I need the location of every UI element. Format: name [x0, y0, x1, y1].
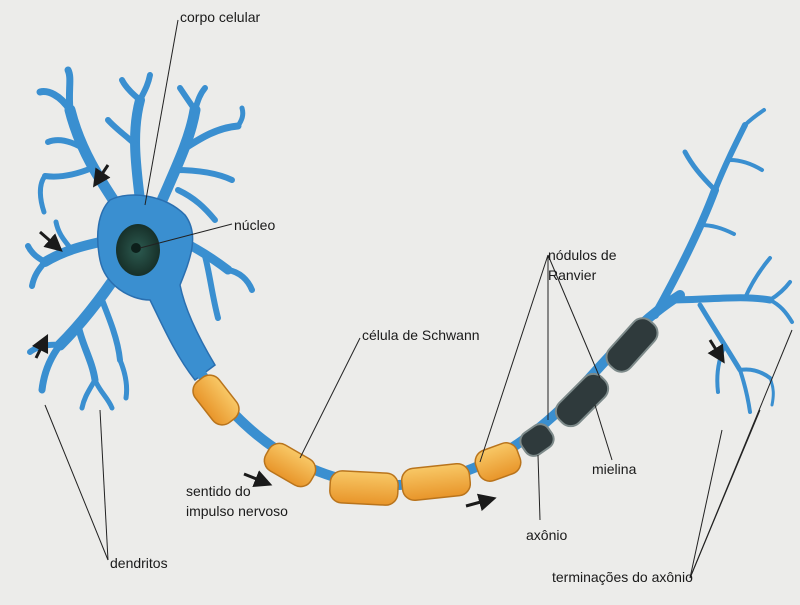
- nucleolus: [131, 243, 141, 253]
- label-mielina: mielina: [592, 461, 637, 477]
- label-sentido-line2: impulso nervoso: [186, 503, 288, 519]
- label-axonio: axônio: [526, 527, 567, 543]
- label-dendritos: dendritos: [110, 555, 168, 571]
- arrow-icon: [466, 500, 488, 506]
- arrow-icon: [710, 340, 720, 356]
- label-nucleo: núcleo: [234, 217, 275, 233]
- label-nodulos-line1: nódulos de: [548, 247, 617, 263]
- label-celula-schwann: célula de Schwann: [362, 327, 480, 343]
- myelin-segments: [516, 313, 662, 459]
- arrow-icon: [244, 474, 264, 482]
- label-terminacoes: terminações do axônio: [552, 569, 693, 585]
- arrow-icon: [40, 232, 56, 246]
- label-nodulos-line2: Ranvier: [548, 267, 597, 283]
- axon-terminals: [655, 110, 792, 412]
- label-sentido-line1: sentido do: [186, 483, 251, 499]
- cell-body: [98, 195, 215, 380]
- label-corpo-celular: corpo celular: [180, 9, 260, 25]
